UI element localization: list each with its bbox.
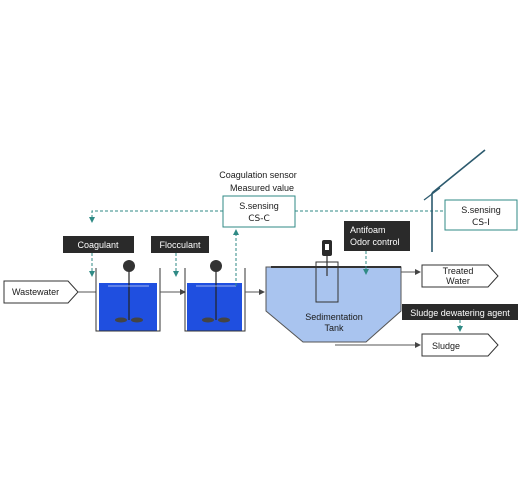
- mixer-icon: [210, 260, 222, 272]
- sedimentation-tank: Sedimentation Tank: [265, 240, 402, 343]
- treated-water-label-line1: Treated: [443, 266, 474, 276]
- wastewater-label: Wastewater: [12, 287, 59, 297]
- treated-water-outlet: Treated Water: [421, 264, 499, 288]
- flocculant-box: Flocculant: [151, 236, 209, 253]
- sensor-pole-icon: [423, 149, 486, 252]
- coagulation-tank: [95, 260, 161, 332]
- sludge-label: Sludge: [432, 341, 460, 351]
- csc-label-line2: CS-C: [248, 214, 270, 224]
- flocculant-label: Flocculant: [159, 240, 201, 250]
- mixer-icon: [123, 260, 135, 272]
- sedimentation-label-line1: Sedimentation: [305, 312, 363, 322]
- csc-feedback-line: [89, 210, 223, 223]
- sedimentation-label-line2: Tank: [324, 323, 344, 333]
- sensor-csi-box: S.sensing CS-I: [444, 199, 518, 231]
- csc-label-line1: S.sensing: [239, 201, 279, 211]
- sludge-agent-label: Sludge dewatering agent: [410, 308, 510, 318]
- antifoam-box: Antifoam Odor control: [344, 221, 410, 251]
- coagulant-box: Coagulant: [63, 236, 134, 253]
- sludge-agent-box: Sludge dewatering agent: [402, 304, 518, 320]
- coagulant-label: Coagulant: [77, 240, 119, 250]
- csi-label-line1: S.sensing: [461, 205, 501, 215]
- wastewater-inlet: Wastewater: [3, 280, 79, 304]
- antifoam-label-line1: Antifoam: [350, 225, 386, 235]
- sensor-title-line2: Measured value: [230, 183, 294, 193]
- flocculation-tank: [184, 260, 246, 332]
- sensor-csc-box: S.sensing CS-C: [222, 195, 296, 228]
- sensor-title-line1: Coagulation sensor: [219, 170, 297, 180]
- sludge-outlet: Sludge: [421, 333, 499, 357]
- csi-label-line2: CS-I: [472, 218, 490, 228]
- treated-water-label-line2: Water: [446, 276, 470, 286]
- antifoam-label-line2: Odor control: [350, 237, 400, 247]
